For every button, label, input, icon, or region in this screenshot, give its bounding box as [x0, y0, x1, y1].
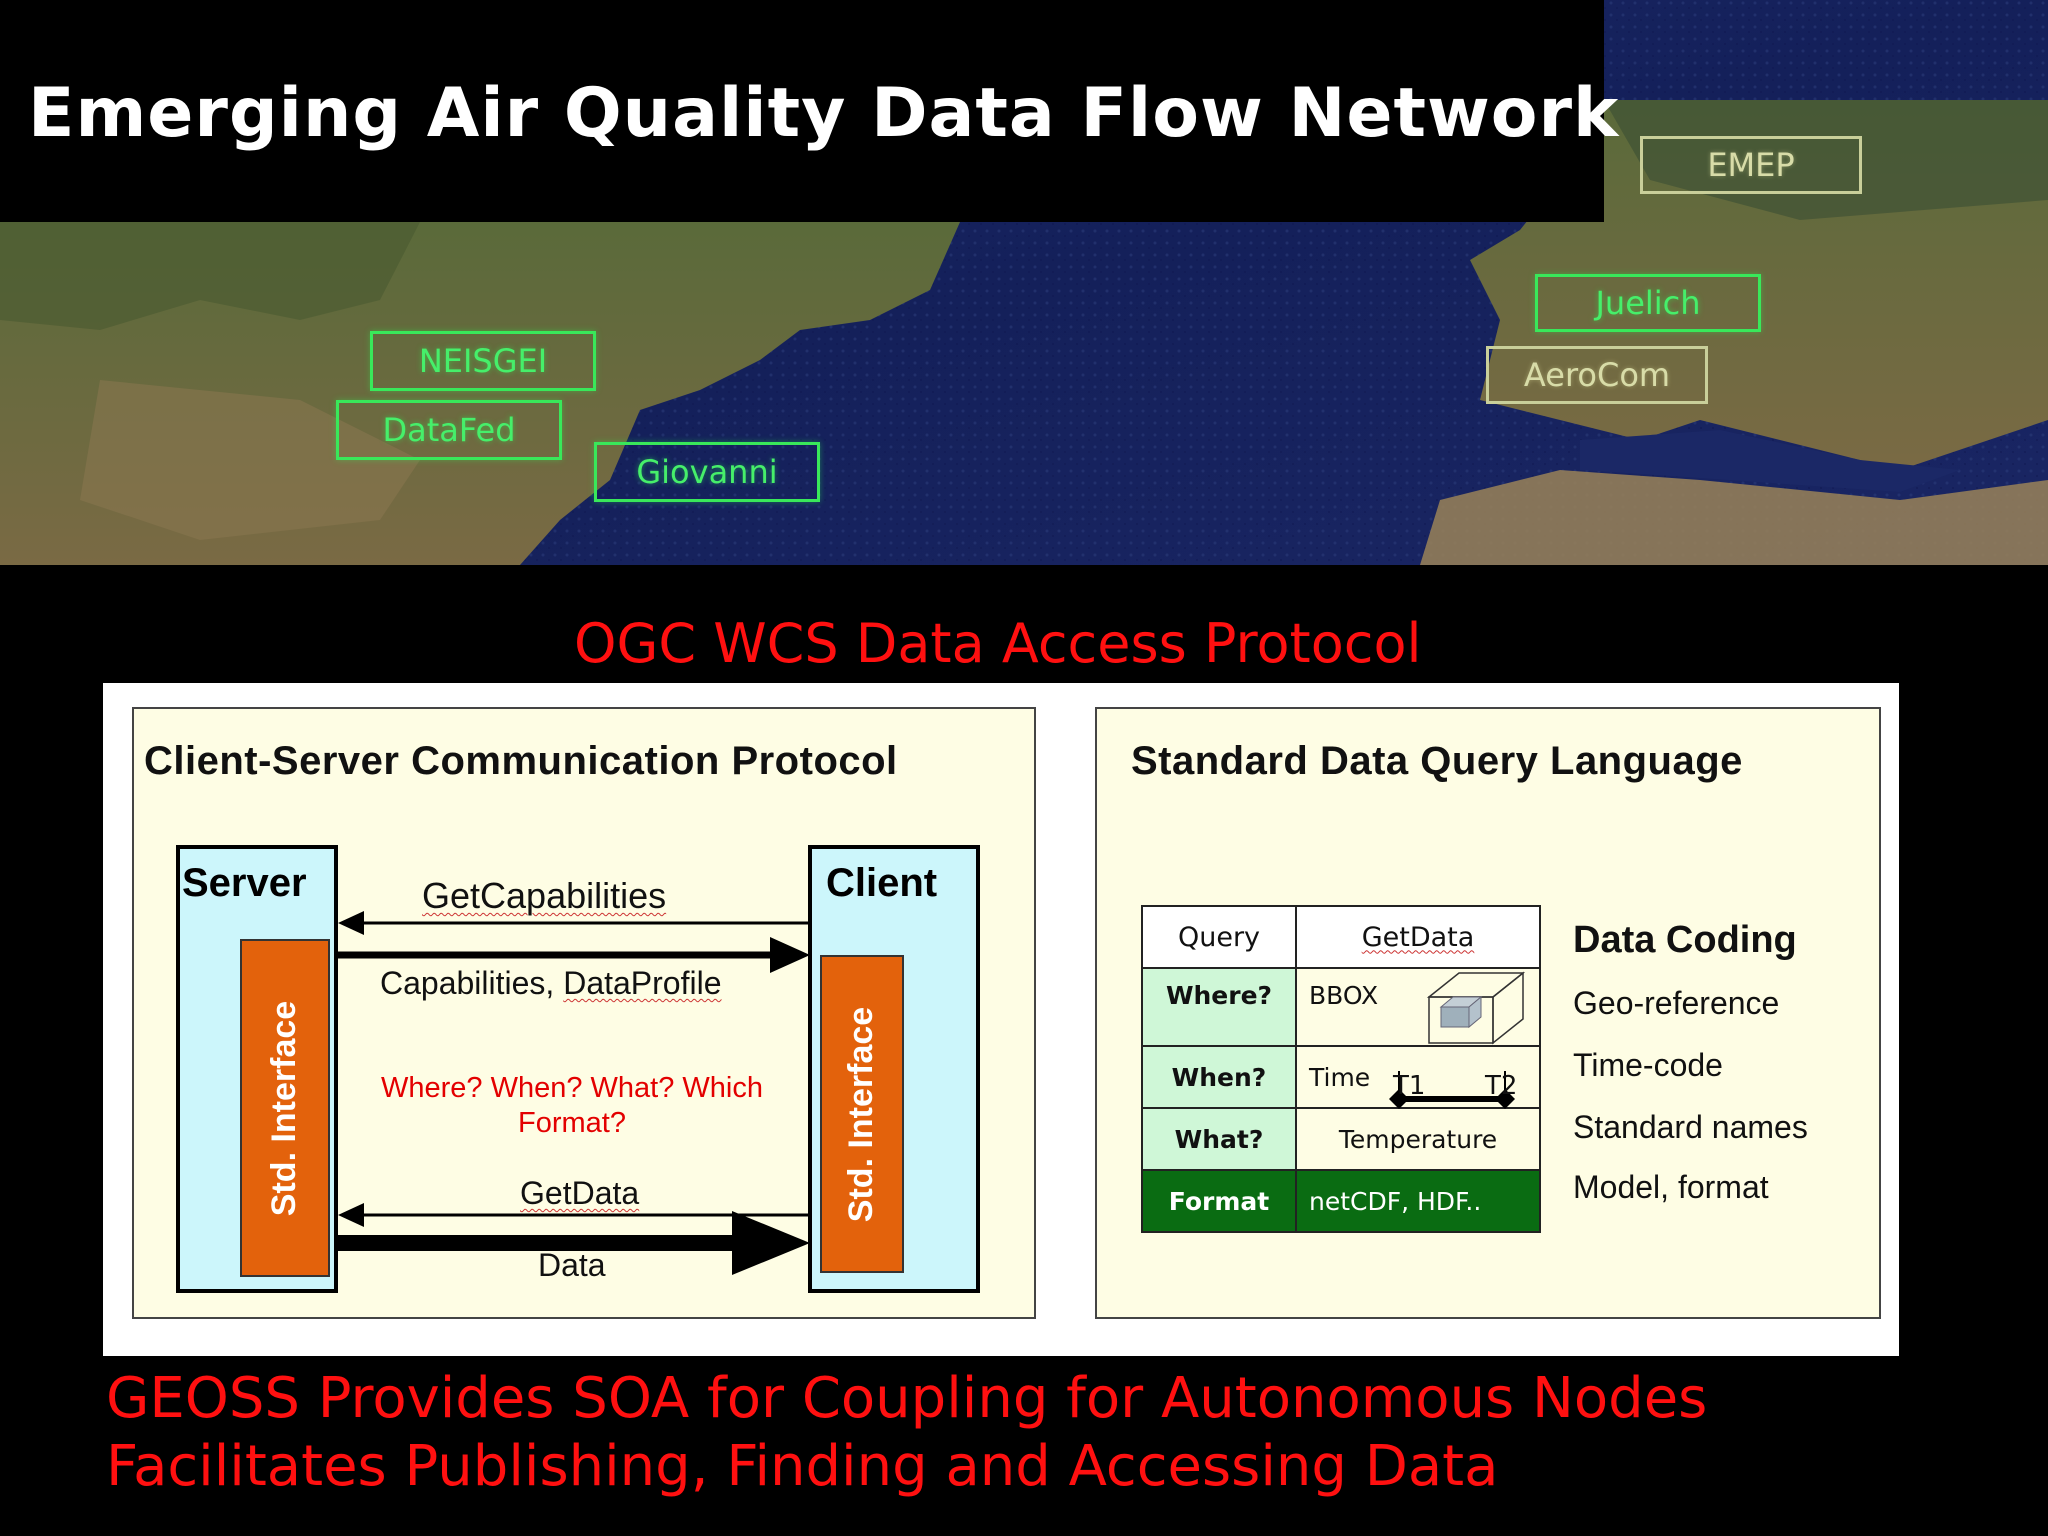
arrow-capabilities-head	[770, 937, 810, 973]
msg-getcapabilities: GetCapabilities	[422, 875, 667, 916]
bbox-cube-icon	[1426, 971, 1526, 1045]
row-value: BBOX	[1295, 967, 1541, 1047]
footer-line-2: Facilitates Publishing, Finding and Acce…	[106, 1434, 1499, 1499]
msg-question: Where? When? What? Which Format?	[381, 1072, 763, 1139]
node-juelich[interactable]: Juelich	[1535, 274, 1761, 332]
header-key: Query	[1141, 905, 1297, 969]
msg-capabilities: Capabilities, DataProfile	[380, 965, 722, 1001]
query-table: Query GetData Where? BBOX When? Time Wha…	[1141, 905, 1541, 1233]
client-server-panel: Client-Server Communication Protocol Ser…	[132, 707, 1036, 1319]
table-row: What? Temperature	[1141, 1107, 1541, 1171]
slide-title: Emerging Air Quality Data Flow Network	[28, 74, 1620, 153]
data-coding-title: Data Coding	[1573, 919, 1797, 961]
row-key: When?	[1141, 1045, 1297, 1109]
row-key: What?	[1141, 1107, 1297, 1171]
msg-getdata: GetData	[520, 1175, 640, 1211]
node-neisgei[interactable]: NEISGEI	[370, 331, 596, 391]
msg-data: Data	[538, 1247, 606, 1283]
row-key: Format	[1141, 1169, 1297, 1233]
arrow-getcapabilities-head	[338, 911, 364, 935]
table-row: Format netCDF, HDF..	[1141, 1169, 1541, 1233]
row-value: netCDF, HDF..	[1295, 1169, 1541, 1233]
coding-item: Standard names	[1573, 1109, 1808, 1145]
table-header-row: Query GetData	[1141, 905, 1541, 969]
time-t1-label: T1	[1393, 1071, 1426, 1101]
query-language-title: Standard Data Query Language	[1131, 739, 1743, 783]
title-bar: Emerging Air Quality Data Flow Network	[0, 0, 1618, 222]
client-label: Client	[826, 861, 938, 905]
footer-line-1: GEOSS Provides SOA for Coupling for Auto…	[106, 1366, 1708, 1431]
arrow-getdata-head	[338, 1203, 364, 1227]
coding-item: Time-code	[1573, 1047, 1723, 1083]
client-column: Client Std. Interface	[808, 845, 980, 1293]
node-emep[interactable]: EMEP	[1640, 136, 1862, 194]
header-value: GetData	[1295, 905, 1541, 969]
protocol-heading: OGC WCS Data Access Protocol	[574, 612, 1422, 675]
table-row: When? Time	[1141, 1045, 1541, 1109]
client-server-title: Client-Server Communication Protocol	[144, 739, 898, 783]
message-arrows	[338, 911, 810, 1275]
client-std-interface: Std. Interface	[820, 955, 904, 1273]
server-label: Server	[182, 861, 307, 905]
node-aerocom[interactable]: AeroCom	[1486, 346, 1708, 404]
table-row: Where? BBOX	[1141, 967, 1541, 1047]
time-t2-label: T2	[1485, 1071, 1518, 1101]
server-column: Server Std. Interface	[176, 845, 338, 1293]
content-panel: Client-Server Communication Protocol Ser…	[103, 683, 1899, 1356]
row-value: Temperature	[1295, 1107, 1541, 1171]
time-range-icon	[1389, 1071, 1515, 1109]
row-value: Time	[1295, 1045, 1541, 1109]
node-giovanni[interactable]: Giovanni	[594, 442, 820, 502]
arrow-data-head	[732, 1211, 810, 1275]
row-key: Where?	[1141, 967, 1297, 1047]
africa-landmass	[1420, 470, 2048, 565]
server-std-interface: Std. Interface	[240, 939, 330, 1277]
coding-item: Geo-reference	[1573, 985, 1780, 1021]
coding-item: Model, format	[1573, 1169, 1769, 1205]
query-language-panel: Standard Data Query Language Query GetDa…	[1095, 707, 1881, 1319]
node-datafed[interactable]: DataFed	[336, 400, 562, 460]
